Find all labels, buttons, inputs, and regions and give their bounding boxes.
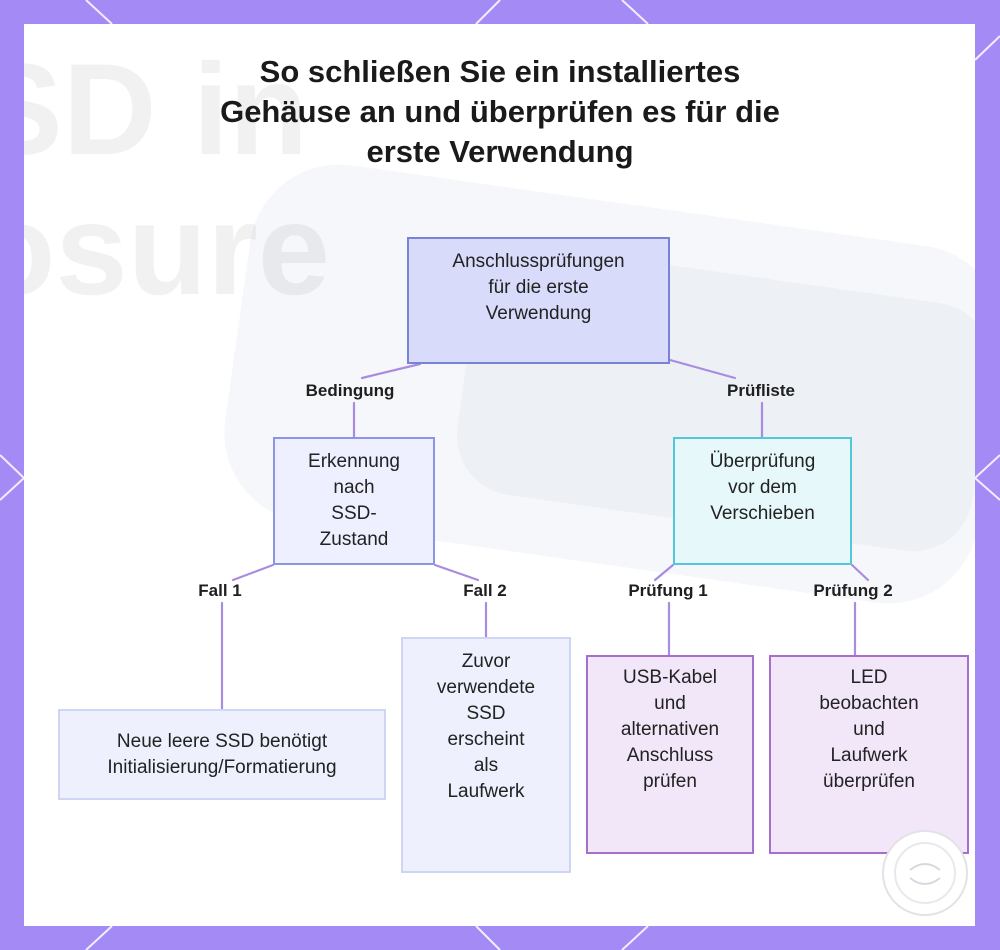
node-text-line: für die erste <box>488 277 589 298</box>
node-text-line: Zustand <box>319 529 389 550</box>
node-text-line: Laufwerk <box>447 781 525 802</box>
node-text-line: überprüfen <box>823 771 915 792</box>
node-detection-by-ssd-state: Erkennung nach SSD- Zustand <box>273 437 435 565</box>
node-text-line: beobachten <box>819 693 919 714</box>
edge-root-checklist <box>668 358 737 380</box>
node-text-line: Verwendung <box>485 303 592 324</box>
edge-condition-case1 <box>231 563 275 582</box>
node-text-line: Anschlussprüfungen <box>452 251 625 272</box>
title-line-1: So schließen Sie ein installiertes <box>259 54 741 89</box>
node-text-line: erscheint <box>447 729 525 750</box>
node-text-line: prüfen <box>643 771 697 792</box>
node-text-line: SSD <box>466 703 506 724</box>
node-text-line: alternativen <box>620 719 720 740</box>
edge-label-condition: Bedingung <box>305 381 395 400</box>
node-text-line: Anschluss <box>626 745 714 766</box>
node-led-check: LED beobachten und Laufwerk überprüfen <box>769 655 969 854</box>
node-used-ssd: Zuvor verwendete SSD erscheint als Laufw… <box>401 637 571 873</box>
node-new-ssd: Neue leere SSD benötigt Initialisierung/… <box>58 709 386 800</box>
node-text-line: verwendete <box>436 677 536 698</box>
background-text-line-1: SD in <box>24 36 309 182</box>
node-text-line: SSD- <box>331 503 377 524</box>
node-pre-move-check: Überprüfung vor dem Verschieben <box>673 437 852 565</box>
node-text-line: USB-Kabel <box>623 667 717 688</box>
node-text-line: Laufwerk <box>830 745 908 766</box>
node-text-line: und <box>654 693 686 714</box>
page-title: So schließen Sie ein installiertes Gehäu… <box>150 52 850 172</box>
edge-label-check-2: Prüfung 2 <box>813 581 893 600</box>
title-line-3: erste Verwendung <box>366 134 634 169</box>
node-text-line: als <box>473 755 499 776</box>
node-text-line: Zuvor <box>461 651 511 672</box>
edge-checklist-check2 <box>850 563 870 582</box>
watermark-logo <box>882 830 968 916</box>
node-text-line: Initialisierung/Formatierung <box>107 756 337 778</box>
node-text-line: Neue leere SSD benötigt <box>116 730 328 752</box>
background-text-line-2: osure <box>24 176 331 322</box>
edge-label-checklist: Prüfliste <box>726 381 796 400</box>
node-text-line: vor dem <box>728 477 797 498</box>
node-text-line: nach <box>333 477 375 498</box>
node-text-line: Verschieben <box>710 503 815 524</box>
edge-condition-case2 <box>433 563 480 582</box>
title-line-2: Gehäuse an und überprüfen es für die <box>220 94 780 129</box>
edge-label-case-1: Fall 1 <box>198 581 242 600</box>
edge-label-case-2: Fall 2 <box>463 581 507 600</box>
node-text-line: Erkennung <box>308 451 400 472</box>
edge-label-check-1: Prüfung 1 <box>628 581 708 600</box>
node-text-line: Überprüfung <box>709 451 816 472</box>
edge-checklist-check1 <box>653 563 675 582</box>
edge-root-condition <box>360 362 422 380</box>
node-usb-check: USB-Kabel und alternativen Anschluss prü… <box>586 655 754 854</box>
node-text-line: LED <box>850 667 888 688</box>
node-text-line: und <box>853 719 885 740</box>
node-first-use-checks: Anschlussprüfungen für die erste Verwend… <box>407 237 670 364</box>
